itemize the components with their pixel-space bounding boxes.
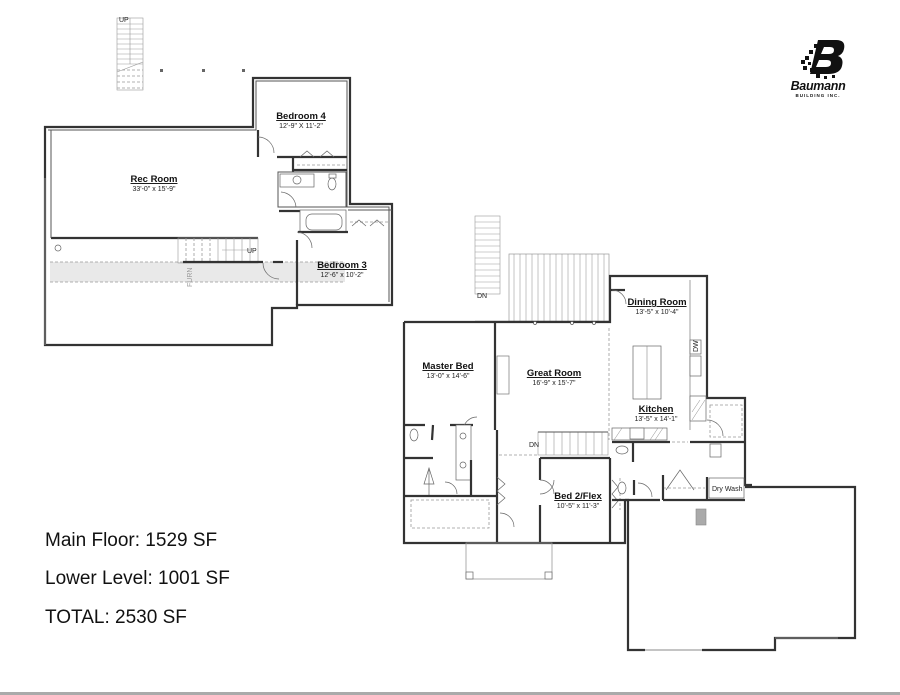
baumann-logo: Baumann BUILDING INC. (772, 38, 864, 100)
room-name-master-bed: Master Bed (422, 361, 473, 372)
room-dim-master-bed: 13'-0" x 14'-6" (426, 373, 470, 380)
room-dim-kitchen: 13'-5" x 14'-1" (634, 416, 678, 423)
room-name-rec-room: Rec Room (131, 174, 178, 185)
exterior-stair-top: UP (116, 17, 144, 91)
room-name-bedroom-3: Bedroom 3 (317, 260, 367, 271)
interior-stair-label-dn: DN (529, 442, 539, 449)
room-name-great-room: Great Room (527, 368, 581, 379)
room-name-bedroom-4: Bedroom 4 (276, 111, 326, 122)
brand-name: Baumann (790, 79, 846, 93)
room-name-dining-room: Dining Room (627, 297, 686, 308)
bottom-divider (0, 692, 900, 695)
total-sf: TOTAL: 2530 SF (45, 607, 187, 628)
room-dim-dining-room: 13'-5" x 10'-4" (635, 309, 679, 316)
appliance-label-laundry: Dry Wash (712, 486, 743, 493)
furnace-label: FURN (187, 268, 194, 287)
room-dim-bedroom-4: 12'-9" X 11'-2" (279, 123, 323, 130)
stair-label-up-top: UP (119, 17, 129, 24)
garage-fixture (695, 508, 707, 526)
deck-stair-label-dn: DN (477, 293, 487, 300)
main-floor-plan: DN (402, 215, 857, 652)
interior-stair-down: DN (529, 431, 609, 456)
room-name-bed-2-flex: Bed 2/Flex (554, 491, 602, 502)
stair-label-up: UP (247, 248, 257, 255)
room-dim-bed-2-flex: 10'-5" x 11'-3" (557, 503, 600, 510)
lower-level-sf: Lower Level: 1001 SF (45, 568, 230, 589)
interior-stair-up: UP (177, 237, 263, 264)
room-dim-rec-room: 33'-0" x 15'-9" (132, 186, 176, 193)
shaded-band (50, 262, 345, 282)
deck-stair: DN (474, 215, 501, 300)
brand-subtitle: BUILDING INC. (795, 93, 841, 98)
room-dim-great-room: 16'-9" x 15'-7" (532, 380, 576, 387)
room-name-kitchen: Kitchen (639, 404, 674, 415)
main-floor-sf: Main Floor: 1529 SF (45, 530, 218, 551)
lower-level-plan: UP UP F (43, 17, 394, 347)
appliance-label-dishwasher: DW (693, 340, 700, 352)
room-dim-bedroom-3: 12'-6" x 10'-2" (320, 272, 364, 279)
stylized-b-logo-icon (801, 40, 845, 79)
